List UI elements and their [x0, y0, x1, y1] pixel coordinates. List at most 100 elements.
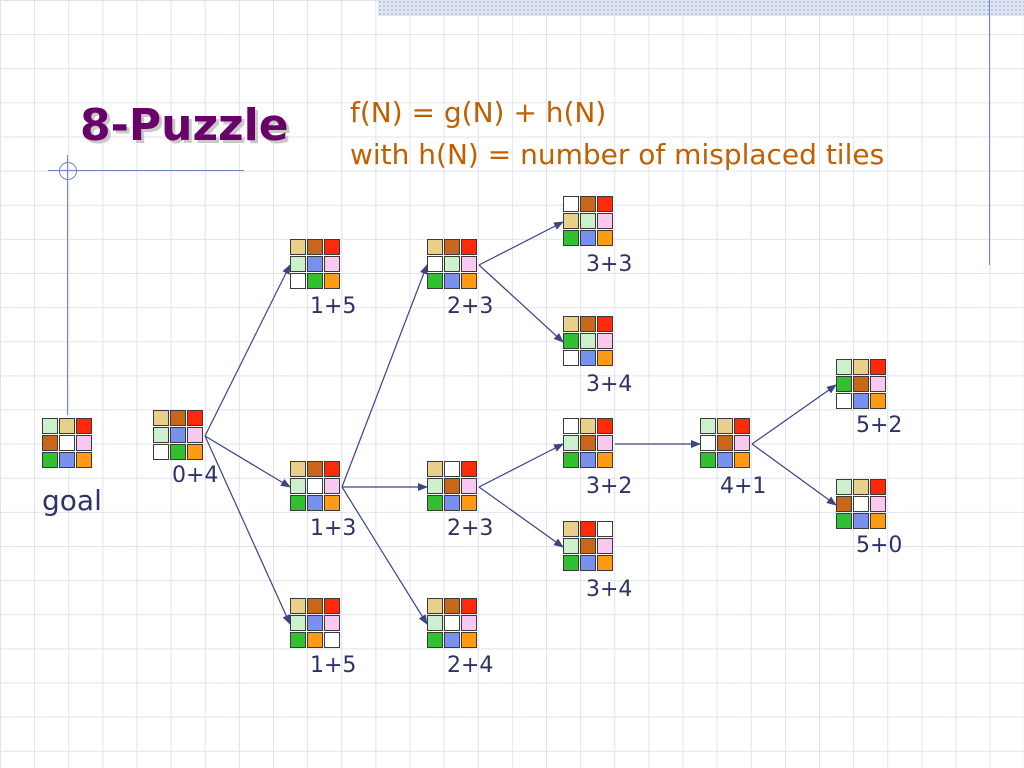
edge-n2b-to-n3d: [478, 486, 564, 548]
puzzle-tile: [717, 418, 733, 434]
puzzle-tile: [717, 435, 733, 451]
puzzle-tile: [307, 273, 323, 289]
empty-tile: [59, 435, 75, 451]
puzzle-grid: [563, 521, 615, 572]
puzzle-tile: [597, 435, 613, 451]
puzzle-tile: [563, 230, 579, 246]
puzzle-tile: [444, 273, 460, 289]
puzzle-tile: [597, 333, 613, 349]
empty-tile: [444, 615, 460, 631]
puzzle-grid: [700, 418, 752, 469]
puzzle-tile: [870, 376, 886, 392]
puzzle-tile: [461, 461, 477, 477]
puzzle-tile: [427, 478, 443, 494]
puzzle-grid: [836, 479, 888, 530]
puzzle-tile: [836, 359, 852, 375]
puzzle-tile: [836, 513, 852, 529]
puzzle-tile: [853, 479, 869, 495]
formula-line-1: f(N) = g(N) + h(N): [350, 96, 607, 129]
puzzle-tile: [563, 213, 579, 229]
puzzle-tile: [461, 478, 477, 494]
edge-n1b-to-n2c: [341, 486, 428, 625]
puzzle-state-node: [290, 239, 342, 291]
puzzle-grid: [563, 196, 615, 247]
puzzle-tile: [580, 350, 596, 366]
puzzle-tile: [870, 479, 886, 495]
puzzle-grid: [290, 239, 342, 290]
puzzle-tile: [187, 444, 203, 460]
puzzle-tile: [427, 273, 443, 289]
puzzle-tile: [59, 452, 75, 468]
puzzle-tile: [153, 410, 169, 426]
goal-puzzle-state: [42, 418, 94, 470]
puzzle-grid: [427, 461, 479, 512]
puzzle-tile: [444, 598, 460, 614]
puzzle-tile: [597, 213, 613, 229]
puzzle-tile: [580, 213, 596, 229]
puzzle-tile: [427, 598, 443, 614]
puzzle-tile: [76, 435, 92, 451]
puzzle-state-node: [427, 239, 479, 291]
puzzle-tile: [153, 427, 169, 443]
slide-title: 8-Puzzle: [80, 100, 289, 151]
puzzle-tile: [324, 461, 340, 477]
puzzle-state-node: [427, 598, 479, 650]
puzzle-tile: [170, 427, 186, 443]
puzzle-tile: [444, 478, 460, 494]
edge-n2a-to-n3a: [478, 221, 564, 266]
empty-tile: [700, 435, 716, 451]
puzzle-tile: [870, 513, 886, 529]
empty-tile: [563, 418, 579, 434]
puzzle-tile: [870, 496, 886, 512]
puzzle-tile: [170, 444, 186, 460]
puzzle-tile: [307, 598, 323, 614]
puzzle-tile: [324, 598, 340, 614]
puzzle-tile: [563, 521, 579, 537]
edge-n4-to-n5a: [751, 384, 837, 445]
puzzle-tile: [444, 256, 460, 272]
puzzle-tile: [427, 461, 443, 477]
puzzle-tile: [461, 256, 477, 272]
puzzle-tile: [461, 239, 477, 255]
puzzle-tile: [597, 350, 613, 366]
puzzle-tile: [290, 256, 306, 272]
puzzle-tile: [444, 495, 460, 511]
node-cost-label: 4+1: [720, 474, 767, 499]
puzzle-tile: [324, 273, 340, 289]
edge-n2a-to-n3b: [478, 264, 564, 343]
puzzle-state-node: [427, 461, 479, 513]
puzzle-tile: [563, 333, 579, 349]
puzzle-tile: [290, 461, 306, 477]
puzzle-tile: [427, 239, 443, 255]
puzzle-tile: [427, 632, 443, 648]
empty-tile: [444, 461, 460, 477]
puzzle-tile: [580, 196, 596, 212]
puzzle-tile: [307, 461, 323, 477]
puzzle-tile: [580, 555, 596, 571]
puzzle-tile: [76, 452, 92, 468]
puzzle-tile: [597, 452, 613, 468]
node-cost-label: 2+3: [447, 516, 494, 541]
puzzle-tile: [187, 427, 203, 443]
puzzle-tile: [461, 598, 477, 614]
puzzle-tile: [461, 495, 477, 511]
node-cost-label: 1+3: [310, 516, 357, 541]
puzzle-tile: [580, 230, 596, 246]
node-cost-label: 1+5: [310, 653, 357, 678]
puzzle-state-node: [290, 598, 342, 650]
puzzle-tile: [870, 393, 886, 409]
puzzle-tile: [580, 316, 596, 332]
node-cost-label: 2+3: [447, 294, 494, 319]
puzzle-tile: [597, 230, 613, 246]
puzzle-tile: [42, 452, 58, 468]
puzzle-tile: [597, 316, 613, 332]
puzzle-tile: [853, 513, 869, 529]
empty-tile: [563, 350, 579, 366]
decor-vertical-line-left: [67, 155, 68, 415]
puzzle-tile: [580, 521, 596, 537]
puzzle-tile: [290, 615, 306, 631]
empty-tile: [563, 196, 579, 212]
edge-n0-to-n1a: [204, 264, 291, 437]
puzzle-tile: [324, 495, 340, 511]
